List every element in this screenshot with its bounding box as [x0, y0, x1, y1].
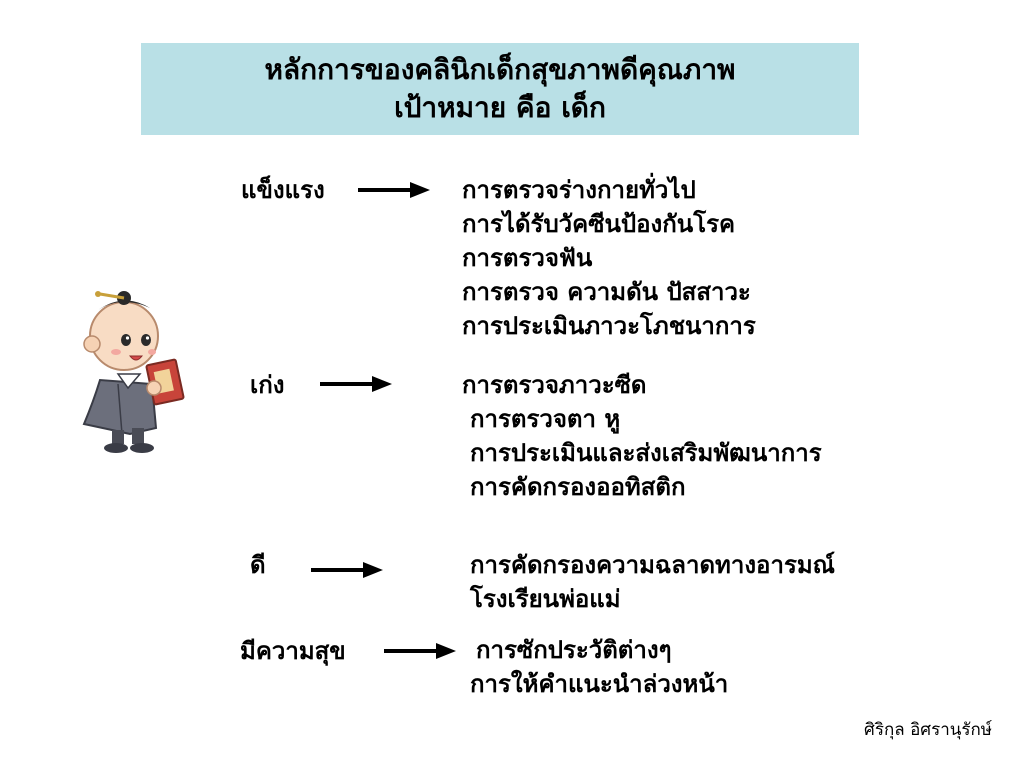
section-items-good: การคัดกรองความฉลาดทางอารมณ์ โรงเรียนพ่อแ… [470, 548, 835, 616]
section-label-good: ดี [250, 551, 266, 579]
list-item: การประเมินและส่งเสริมพัฒนาการ [470, 439, 822, 467]
list-item: การประเมินภาวะโภชนาการ [462, 312, 756, 340]
page-title: หลักการของคลินิกเด็กสุขภาพดีคุณภาพ [264, 53, 736, 86]
list-item: การตรวจร่างกายทั่วไป [462, 176, 696, 204]
list-item: การให้คำแนะนำล่วงหน้า [470, 670, 729, 698]
list-item: การตรวจ ความดัน ปัสสาวะ [462, 278, 751, 306]
right-arrow-icon [358, 180, 430, 200]
graduate-child-illustration [78, 288, 190, 460]
author-credit: ศิริกุล อิศรานุรักษ์ [864, 720, 992, 740]
section-label-happy: มีความสุข [240, 637, 346, 665]
section-items-happy: การซักประวัติต่างๆ การให้คำแนะนำล่วงหน้า [470, 633, 728, 701]
section-items-smart: การตรวจภาวะซีด การตรวจตา หู การประเมินแล… [462, 368, 822, 504]
list-item: โรงเรียนพ่อแม่ [470, 585, 621, 613]
section-label-smart: เก่ง [250, 371, 285, 399]
list-item: การตรวจตา หู [470, 405, 621, 433]
list-item: การซักประวัติต่างๆ [476, 636, 672, 664]
list-item: การคัดกรองความฉลาดทางอารมณ์ [470, 551, 835, 579]
section-label-strong: แข็งแรง [241, 176, 325, 204]
page-subtitle: เป้าหมาย คือ เด็ก [394, 91, 606, 124]
list-item: การคัดกรองออทิสติก [470, 473, 686, 501]
right-arrow-icon [320, 374, 392, 394]
list-item: การตรวจฟัน [462, 244, 593, 272]
right-arrow-icon [311, 560, 383, 580]
list-item: การได้รับวัคซีนป้องกันโรค [462, 210, 736, 238]
list-item: การตรวจภาวะซีด [462, 371, 647, 399]
right-arrow-icon [384, 641, 456, 661]
section-items-strong: การตรวจร่างกายทั่วไป การได้รับวัคซีนป้อง… [462, 173, 756, 343]
title-box: หลักการของคลินิกเด็กสุขภาพดีคุณภาพ เป้าห… [141, 43, 859, 135]
